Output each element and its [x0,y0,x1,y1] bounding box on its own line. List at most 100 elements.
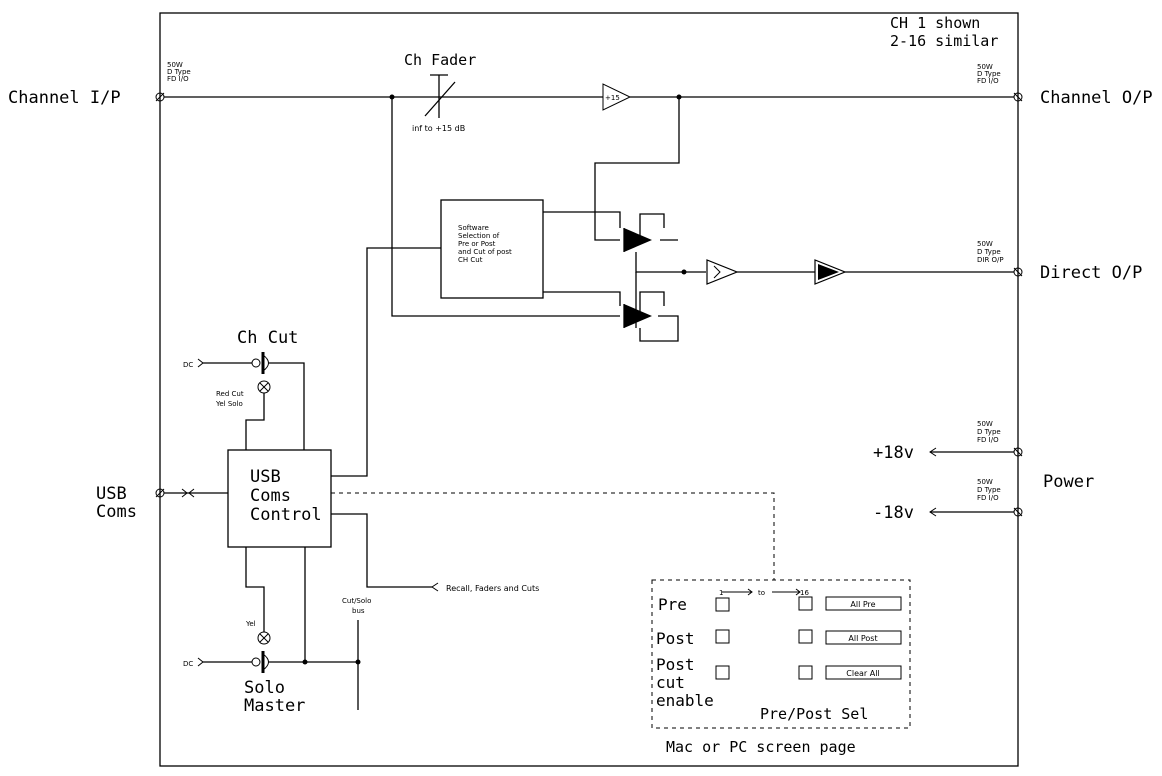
usb-control-text-3: Control [250,505,322,525]
power-arrow [929,447,937,457]
postcut-checkbox-16[interactable] [798,665,813,680]
sum-amp-symbol [706,259,739,285]
similar-label: 2-16 similar [890,32,998,50]
row-postcut-label-1: Post [656,655,695,674]
connector-label-in-1: 50W [167,61,183,69]
ch-cut-dc-label: DC [183,361,193,369]
sum-line [635,252,706,273]
usb-coms-label-2: Coms [96,502,137,522]
pre-post-sel-title: Pre/Post Sel [760,705,868,723]
software-text-1: Software [458,224,489,232]
pre-checkbox-16[interactable] [798,596,813,611]
range-arrow [747,588,753,596]
range-to-word: to [758,589,765,597]
junction-dot [681,269,687,275]
software-text-4: and Cut of post [458,248,512,256]
connector-label-p1-3: FD I/O [977,436,999,444]
connector-label-out-3: FD I/O [977,77,999,85]
usb-arrow-in [181,488,188,498]
row-postcut-label-3: enable [656,691,714,710]
direct-output-label: Direct O/P [1040,263,1142,283]
solo-master-button[interactable] [251,651,269,673]
gain-amp-label: +15 [605,94,620,102]
post-checkbox-1[interactable] [715,629,730,644]
recall-line [331,513,432,588]
bus-label-2: bus [352,607,365,615]
lamp-line [245,393,265,450]
connector-label-dir-3: DIR O/P [977,256,1004,264]
range-to-label: 16 [800,589,809,597]
solo-lamp-label: Yel [245,620,256,628]
clear-all-button[interactable]: Clear All [825,665,902,680]
row-post-label: Post [656,629,695,648]
control-line-post [543,291,621,306]
cut-lamp-icon [257,380,271,394]
all-post-label: All Post [848,634,877,643]
lamp-label-red: Red Cut [216,390,244,398]
dc-arrow [197,358,204,368]
direct-amp-symbol [814,259,847,285]
channel-input-label: Channel I/P [8,88,121,108]
range-from-label: 1 [719,589,723,597]
connector-label-in-3: FD I/O [167,75,189,83]
lamp-label-yel: Yel Solo [215,400,243,408]
pre-checkbox-1[interactable] [715,597,730,612]
all-post-button[interactable]: All Post [825,630,902,645]
usb-arrow-out [188,488,195,498]
connector-label-p2-1: 50W [977,478,993,486]
control-line-pre [543,211,621,228]
postcut-checkbox-1[interactable] [715,665,730,680]
direct-output-terminal [1013,267,1023,277]
ch-cut-button[interactable] [251,352,269,374]
software-text-2: Selection of [458,232,500,240]
ch-cut-title: Ch Cut [237,328,298,348]
connector-label-out-2: D Type [977,70,1001,78]
gain-amp-symbol [602,83,632,111]
pre-fader-tap [391,97,620,317]
post-fader-tap [594,97,680,241]
fader-symbol[interactable] [424,74,456,118]
screen-link-line [331,492,775,580]
bus-label-1: Cut/Solo [342,597,371,605]
all-pre-button[interactable]: All Pre [825,596,902,611]
fader-range-label: inf to +15 dB [412,124,465,133]
connector-label-dir-1: 50W [977,240,993,248]
software-selection-box [440,199,544,299]
row-postcut-label-2: cut [656,673,685,692]
connector-label-p1-2: D Type [977,428,1001,436]
post-checkbox-16[interactable] [798,629,813,644]
channel-output-terminal [1013,92,1023,102]
software-text-3: Pre or Post [458,240,496,248]
clear-all-label: Clear All [846,669,879,678]
all-pre-label: All Pre [850,600,875,609]
recall-arrow [431,582,439,592]
power-plus-label: +18v [873,443,914,463]
power-arrow [929,507,937,517]
row-pre-label: Pre [658,595,687,614]
vca-switch-post [623,213,678,252]
ch-shown-label: CH 1 shown [890,14,980,32]
channel-frame [159,12,1019,767]
solo-lamp-icon [257,631,271,645]
usb-control-box [227,449,332,548]
power-label: Power [1043,472,1094,492]
connector-label-in-2: D Type [167,68,191,76]
power-minus-terminal [1013,507,1023,517]
power-plus-terminal [1013,447,1023,457]
range-arrow-2 [795,588,801,596]
connector-label-p2-2: D Type [977,486,1001,494]
software-text-5: CH Cut [458,256,483,264]
connector-label-p1-1: 50W [977,420,993,428]
solo-title-2: Master [244,696,305,716]
solo-title-1: Solo [244,678,285,698]
connector-label-p2-3: FD I/O [977,494,999,502]
solo-lamp-line [245,547,265,632]
usb-coms-label-1: USB [96,484,127,504]
power-minus-label: -18v [873,503,914,523]
vca-switch-pre [623,291,679,342]
fader-title: Ch Fader [404,51,476,69]
solo-dc-label: DC [183,660,193,668]
usb-to-software-line [331,247,441,477]
usb-control-text-1: USB [250,467,281,487]
ch-cut-to-usb [268,362,305,450]
